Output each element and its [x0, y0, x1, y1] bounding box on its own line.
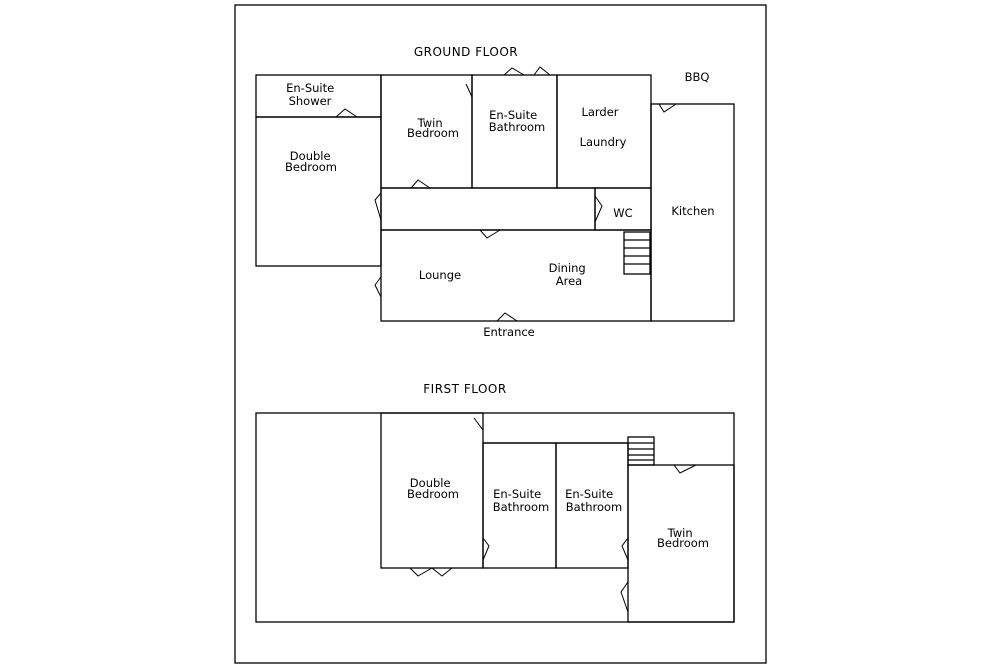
bbq-label: BBQ — [685, 70, 710, 84]
double-bedroom-room — [255, 116, 382, 267]
laundry-label: Laundry — [580, 135, 627, 149]
ground-stairs — [623, 231, 651, 275]
larder-label: Larder — [581, 105, 618, 119]
lounge-label: Lounge — [419, 268, 461, 282]
ground-floor-title: GROUND FLOOR — [414, 45, 518, 59]
ground-floor-plan: GROUND FLOOR BBQ — [255, 45, 735, 339]
wc-label: WC — [613, 206, 632, 220]
ff-ensuite-bathroom-1-label: En-Suite Bathroom — [493, 487, 549, 514]
twin-bedroom-label: Twin Bedroom — [407, 116, 459, 140]
ff-ensuite-bathroom-2-label: En-Suite Bathroom — [565, 487, 622, 514]
ff-twin-bedroom-room — [627, 464, 735, 623]
ensuite-bathroom-label: En-Suite Bathroom — [489, 108, 545, 134]
corridor — [380, 187, 596, 231]
dining-area-label: Dining Area — [549, 261, 590, 288]
entrance-label: Entrance — [483, 325, 535, 339]
first-doors — [409, 417, 697, 613]
page-frame — [234, 4, 767, 664]
first-floor-title: FIRST FLOOR — [423, 382, 506, 396]
ff-twin-bedroom-label: Twin Bedroom — [657, 526, 709, 550]
first-stairs — [627, 436, 655, 466]
ff-double-bedroom-label: Double Bedroom — [407, 476, 459, 501]
first-floor-outline — [255, 412, 735, 623]
first-floor-plan: FIRST FLOOR — [255, 382, 735, 623]
kitchen-room — [650, 103, 735, 322]
larder-laundry-room — [556, 74, 652, 189]
ground-doors — [335, 66, 677, 322]
kitchen-label: Kitchen — [671, 204, 714, 218]
double-bedroom-label: Double Bedroom — [285, 149, 337, 174]
ensuite-shower-label: En-Suite Shower — [286, 81, 338, 108]
